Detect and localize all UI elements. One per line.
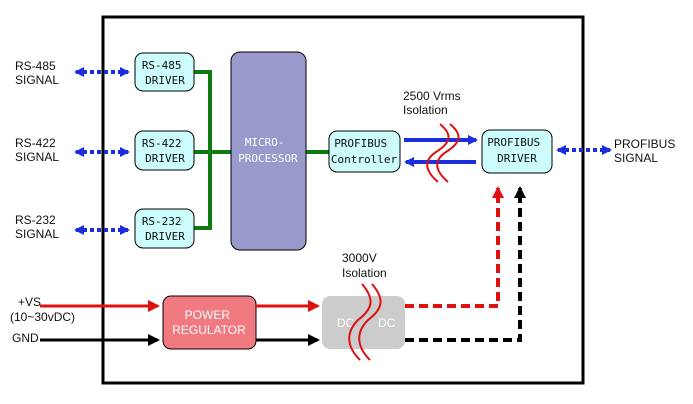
rs422-driver-block: RS-422 DRIVER <box>134 130 195 171</box>
profibus-isolated-arrows <box>404 135 478 167</box>
rs232-driver-block: RS-232 DRIVER <box>134 208 195 249</box>
svg-text:RS-422 DRIVER: RS-422 DRIVER <box>142 137 188 165</box>
rs422-signal-label: RS-422 SIGNAL <box>15 136 59 164</box>
isolation-2500-label: 2500 Vrms Isolation <box>403 89 464 117</box>
svg-text:POWER REGULATOR: POWER REGULATOR <box>172 308 246 337</box>
svg-text:RS-232 DRIVER: RS-232 DRIVER <box>142 215 188 243</box>
svg-text:MICRO- PROCESSOR: MICRO- PROCESSOR <box>238 136 298 165</box>
svg-text:RS-485 DRIVER: RS-485 DRIVER <box>142 59 188 87</box>
gnd-label: GND <box>12 331 39 345</box>
isolation-barrier-top <box>426 123 460 183</box>
microprocessor-block: MICRO- PROCESSOR <box>230 51 307 251</box>
module-border <box>101 15 585 385</box>
isolated-power-dashed-line <box>405 186 504 308</box>
rs485-signal-label: RS-485 SIGNAL <box>15 59 59 87</box>
profibus-driver-block: PROFIBUS DRIVER <box>481 129 553 174</box>
green-bus <box>194 70 330 230</box>
isolated-gnd-dashed-line <box>405 186 526 342</box>
rs232-signal-label: RS-232 SIGNAL <box>15 213 59 241</box>
vs-power-label: +VS (10~30vDC) <box>10 295 75 324</box>
isolation-3000-label: 3000V Isolation <box>342 251 387 280</box>
svg-text:PROFIBUS Controller: PROFIBUS Controller <box>331 137 398 166</box>
power-regulator-block: POWER REGULATOR <box>162 295 257 350</box>
profibus-controller-block: PROFIBUS Controller <box>328 130 401 173</box>
isolation-barrier-bottom <box>348 283 382 361</box>
dc-output-label: DC <box>378 316 396 330</box>
rs-signal-arrows <box>74 67 130 235</box>
dc-dc-converter-block: DC DC <box>322 296 405 349</box>
rs485-driver-block: RS-485 DRIVER <box>134 52 195 92</box>
profibus-signal-label: PROFIBUS SIGNAL <box>614 137 679 165</box>
dc-input-label: DC <box>337 316 355 330</box>
svg-text:PROFIBUS DRIVER: PROFIBUS DRIVER <box>487 136 547 165</box>
